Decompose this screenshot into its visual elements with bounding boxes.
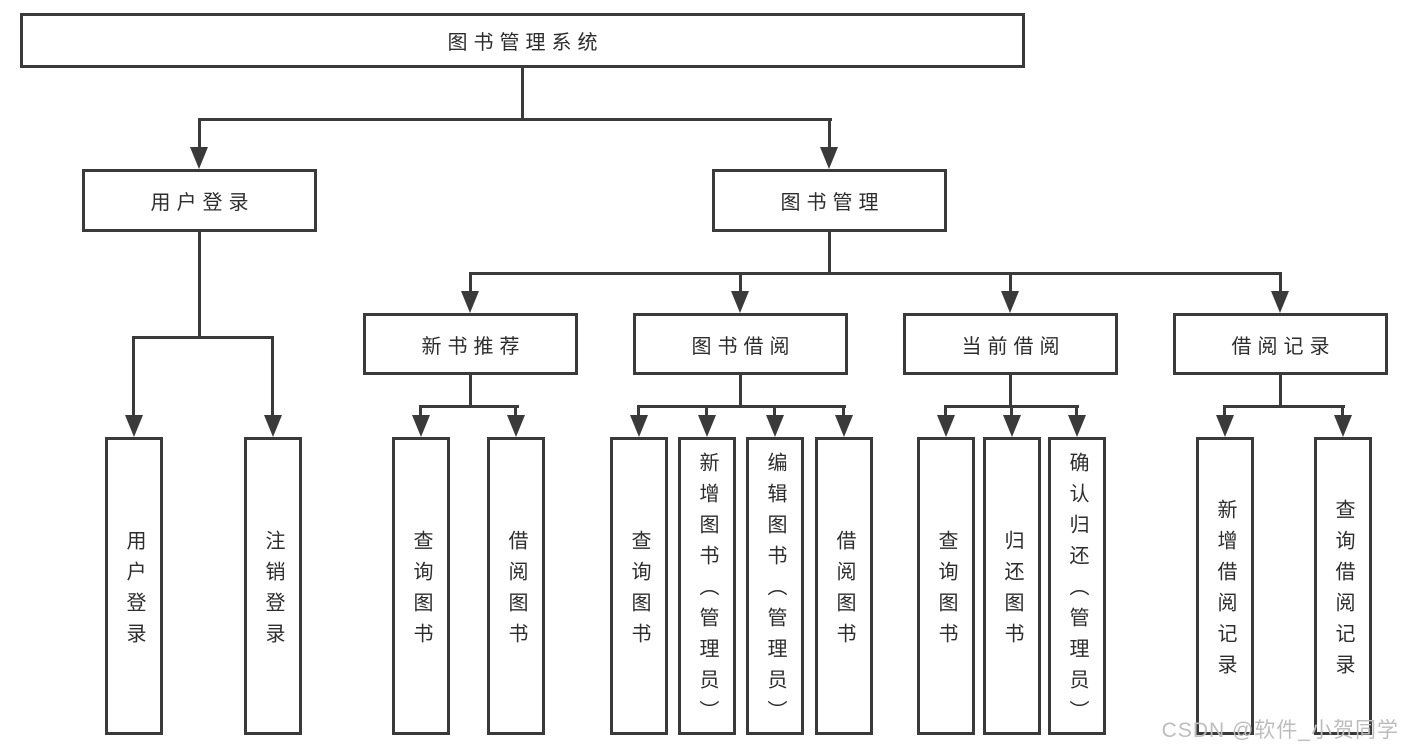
arrow-down-icon — [1334, 415, 1352, 437]
connector-line — [1279, 272, 1282, 293]
watermark: CSDN @软件_小贺同学 — [1161, 719, 1399, 742]
arrow-down-icon — [507, 415, 525, 437]
arrow-down-icon — [264, 415, 282, 437]
leaf-label: 归还图书 — [1001, 529, 1023, 654]
leaf-query-books: 查询图书 — [392, 437, 450, 735]
leaf-query-books: 查询图书 — [610, 437, 668, 735]
leaf-borrow-books: 借阅图书 — [815, 437, 873, 735]
leaf-label: 编辑图书（管理员） — [764, 452, 786, 731]
connector-line — [1279, 375, 1282, 405]
arrow-down-icon — [1068, 415, 1086, 437]
connector-line — [1223, 405, 1226, 417]
node-new-book-recommend: 新书推荐 — [363, 313, 578, 375]
connector-line — [944, 405, 947, 417]
connector-line — [705, 405, 708, 417]
node-label: 新书推荐 — [421, 335, 526, 358]
leaf-confirm-return-admin: 确认归还（管理员） — [1048, 437, 1106, 735]
arrow-down-icon — [1271, 291, 1289, 313]
node-label: 图书借阅 — [691, 335, 796, 358]
arrow-down-icon — [1001, 291, 1019, 313]
leaf-label: 查询图书 — [935, 529, 957, 654]
connector-line — [198, 232, 201, 336]
leaf-label: 新增借阅记录 — [1214, 498, 1236, 685]
connector-line — [198, 118, 832, 121]
arrow-down-icon — [820, 147, 838, 169]
connector-line — [739, 375, 742, 405]
leaf-query-borrow-record: 查询借阅记录 — [1314, 437, 1372, 735]
leaf-label: 确认归还（管理员） — [1066, 452, 1088, 731]
leaf-add-borrow-record: 新增借阅记录 — [1196, 437, 1254, 735]
leaf-user-login: 用户登录 — [105, 437, 163, 735]
leaf-borrow-books: 借阅图书 — [487, 437, 545, 735]
leaf-label: 查询图书 — [628, 529, 650, 654]
connector-line — [1009, 272, 1012, 293]
connector-line — [271, 336, 274, 417]
arrow-down-icon — [937, 415, 955, 437]
connector-line — [828, 118, 831, 150]
connector-line — [1075, 405, 1078, 417]
leaf-logout-login: 注销登录 — [244, 437, 302, 735]
node-current-borrow: 当前借阅 — [903, 313, 1118, 375]
connector-line — [1223, 405, 1345, 408]
arrow-down-icon — [731, 291, 749, 313]
connector-line — [132, 336, 135, 417]
leaf-label: 用户登录 — [123, 529, 145, 654]
node-borrow-records: 借阅记录 — [1173, 313, 1388, 375]
node-label: 图书管理系统 — [447, 32, 604, 54]
connector-line — [637, 405, 640, 417]
arrow-down-icon — [766, 415, 784, 437]
leaf-label: 注销登录 — [262, 529, 284, 654]
node-label: 当前借阅 — [961, 335, 1066, 358]
leaf-return-books: 归还图书 — [983, 437, 1041, 735]
arrow-down-icon — [835, 415, 853, 437]
node-book-borrow: 图书借阅 — [633, 313, 848, 375]
arrow-down-icon — [630, 415, 648, 437]
node-label: 图书管理 — [780, 192, 885, 214]
connector-line — [773, 405, 776, 417]
connector-line — [1010, 405, 1013, 417]
node-library-management-system: 图书管理系统 — [20, 13, 1025, 68]
connector-line — [419, 405, 422, 417]
leaf-label: 查询借阅记录 — [1332, 498, 1354, 685]
leaf-add-books-admin: 新增图书（管理员） — [678, 437, 736, 735]
node-user-login: 用户登录 — [82, 169, 317, 232]
leaf-label: 查询图书 — [410, 529, 432, 654]
arrow-down-icon — [698, 415, 716, 437]
leaf-edit-books-admin: 编辑图书（管理员） — [746, 437, 804, 735]
connector-line — [469, 272, 1282, 275]
arrow-down-icon — [461, 291, 479, 313]
connector-line — [842, 405, 845, 417]
leaf-label: 借阅图书 — [833, 529, 855, 654]
arrow-down-icon — [1216, 415, 1234, 437]
arrow-down-icon — [190, 147, 208, 169]
connector-line — [521, 68, 524, 118]
leaf-query-books: 查询图书 — [917, 437, 975, 735]
connector-line — [1341, 405, 1344, 417]
connector-line — [419, 405, 519, 408]
leaf-label: 借阅图书 — [505, 529, 527, 654]
node-book-management: 图书管理 — [712, 169, 947, 232]
connector-line — [514, 405, 517, 417]
connector-line — [469, 375, 472, 405]
connector-line — [132, 336, 274, 339]
node-label: 借阅记录 — [1231, 335, 1336, 358]
connector-line — [739, 272, 742, 293]
arrow-down-icon — [125, 415, 143, 437]
connector-line — [1009, 375, 1012, 405]
connector-line — [198, 118, 201, 150]
connector-line — [828, 232, 831, 272]
arrow-down-icon — [1003, 415, 1021, 437]
arrow-down-icon — [412, 415, 430, 437]
connector-line — [469, 272, 472, 293]
leaf-label: 新增图书（管理员） — [696, 452, 718, 731]
node-label: 用户登录 — [150, 192, 255, 214]
connector-line — [637, 405, 846, 408]
